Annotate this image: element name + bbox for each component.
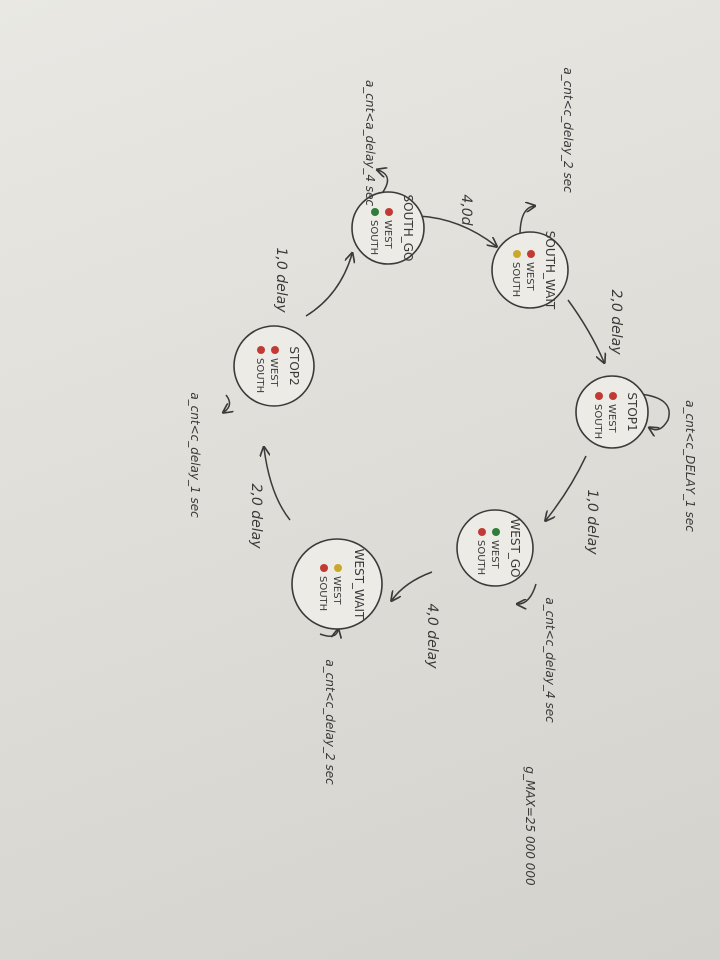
state-name: WEST_GO [508, 518, 522, 577]
state-name: STOP2 [287, 346, 301, 385]
state-west-go: WEST_GO WEST SOUTH [456, 509, 534, 587]
light-label-south: SOUTH [592, 404, 603, 439]
light-label-south: SOUTH [475, 540, 486, 575]
self-loop-note: a_cnt<a_delay_4 sec [363, 80, 377, 207]
state-name: WEST_WAIT [352, 549, 366, 620]
state-name: SOUTH_WAIT [543, 231, 557, 310]
light-dot [595, 392, 603, 400]
self-loop-note: a_cnt<c_DELAY_1 sec [683, 400, 697, 532]
state-circle [351, 191, 425, 265]
light-label-south: SOUTH [254, 358, 265, 393]
constant-note: g_MAX=25 000 000 [523, 766, 537, 886]
light-dot [609, 392, 617, 400]
state-stop2: STOP2 WEST SOUTH [233, 325, 315, 407]
light-label-west: WEST [268, 358, 279, 388]
self-loop-arrow [519, 206, 534, 237]
transition-label: 1,0 delay [273, 248, 289, 314]
light-dot [527, 250, 535, 258]
light-dot [371, 208, 379, 216]
state-circle [575, 375, 649, 449]
state-circle [233, 325, 315, 407]
state-west-wait: WEST_WAIT WEST SOUTH [291, 538, 383, 630]
transition-arrow [546, 455, 587, 520]
light-dot [334, 564, 342, 572]
transition-label: 2,0 delay [248, 484, 264, 550]
light-label-south: SOUTH [368, 220, 379, 255]
state-circle [291, 538, 383, 630]
transition-label: 1,0 delay [584, 490, 600, 556]
transition-label: 2,0 delay [608, 290, 624, 356]
transition-arrow [264, 448, 291, 521]
state-name: SOUTH_GO [401, 195, 415, 262]
light-label-south: SOUTH [510, 262, 521, 297]
light-label-west: WEST [606, 404, 617, 434]
state-south-wait: SOUTH_WAIT WEST SOUTH [491, 231, 569, 310]
state-name: STOP1 [625, 392, 639, 431]
light-dot [492, 528, 500, 536]
light-label-west: WEST [331, 576, 342, 606]
state-stop1: STOP1 WEST SOUTH [575, 375, 649, 449]
self-loop-note: a_cnt<c_delay_1 sec [188, 392, 202, 518]
state-circle [491, 231, 569, 309]
state-circle [456, 509, 534, 587]
self-loop-arrow [518, 583, 537, 604]
transition-arrow [567, 299, 604, 362]
light-dot [320, 564, 328, 572]
self-loop-arrow [639, 393, 670, 430]
light-label-west: WEST [382, 220, 393, 250]
transition-label: 4,0 delay [424, 604, 440, 670]
light-label-south: SOUTH [317, 576, 328, 611]
transition-arrow [305, 254, 352, 317]
self-loop-arrow [319, 630, 338, 636]
transition-arrow [392, 571, 433, 600]
light-dot [257, 346, 265, 354]
light-dot [513, 250, 521, 258]
light-dot [385, 208, 393, 216]
light-label-west: WEST [524, 262, 535, 292]
transition-arrow [417, 215, 496, 246]
state-south-go: SOUTH_GO WEST SOUTH [351, 191, 425, 265]
transition-label: 4,0d [458, 194, 474, 225]
light-dot [271, 346, 279, 354]
self-loop-note: a_cnt<c_delay_4 sec [543, 597, 557, 723]
self-loop-note: a_cnt<c_delay_2 sec [323, 659, 337, 785]
self-loop-note: a_cnt<c_delay_2 sec [561, 67, 575, 193]
light-dot [478, 528, 486, 536]
light-label-west: WEST [489, 540, 500, 570]
self-loop-arrow [224, 394, 230, 412]
